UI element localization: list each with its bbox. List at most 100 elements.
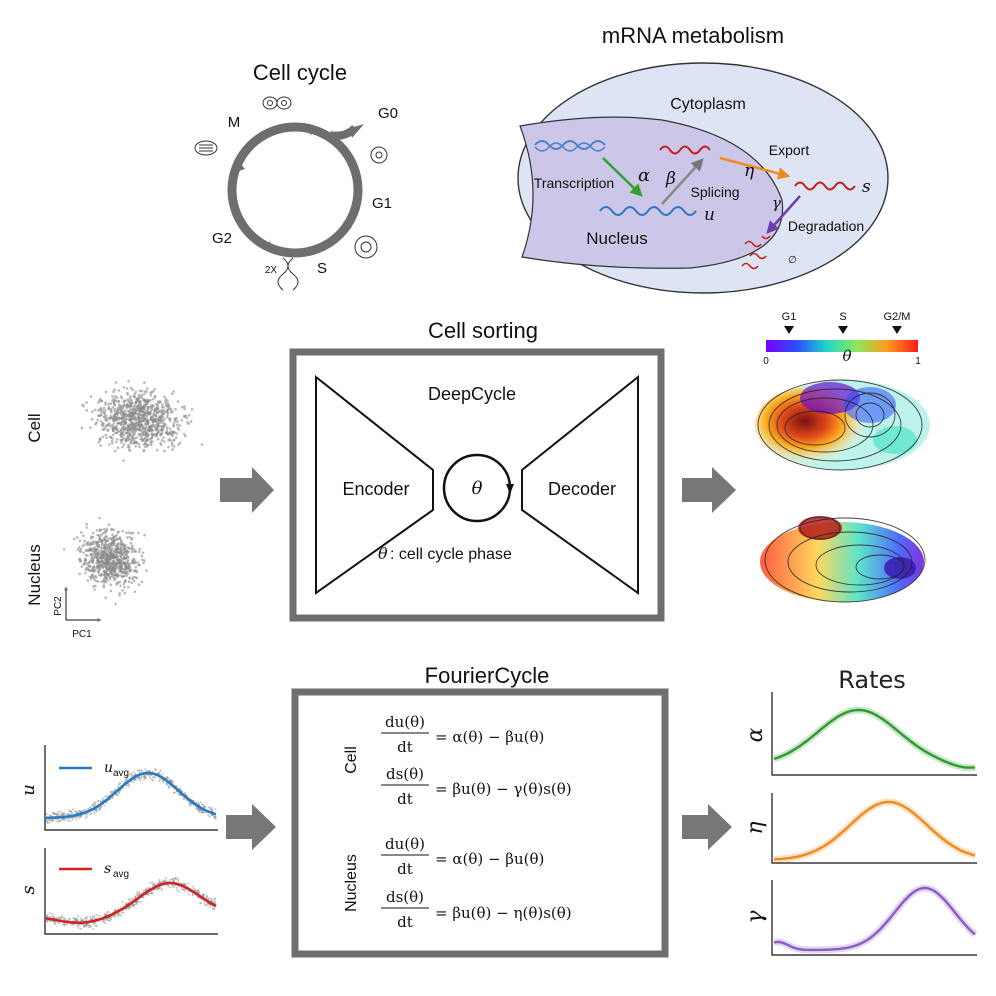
- scatter-point: [125, 406, 128, 409]
- scatter-point: [168, 419, 172, 423]
- scatter-point: [97, 414, 100, 418]
- scatter-point: [92, 576, 96, 580]
- scatter-point: [127, 379, 130, 383]
- scatter-point: [127, 427, 130, 430]
- noise-point: [67, 819, 70, 822]
- splicing-arrow: [661, 158, 704, 205]
- noise-point: [72, 923, 75, 926]
- scatter-point: [124, 544, 127, 547]
- noise-point: [113, 916, 116, 918]
- scatter-point: [101, 543, 104, 546]
- noise-point: [148, 769, 151, 772]
- scatter-point: [89, 426, 92, 429]
- svg-text:= α(θ) − βu(θ): = α(θ) − βu(θ): [435, 728, 544, 746]
- noise-point: [203, 901, 206, 904]
- scatter-point: [116, 422, 120, 425]
- fouriercycle-box: [291, 688, 669, 958]
- scatter-point: [124, 437, 128, 441]
- scatter-point: [96, 570, 100, 574]
- scatter-point: [176, 400, 180, 403]
- scatter-point: [139, 417, 143, 420]
- noise-point: [64, 918, 67, 921]
- colorbar-tick-g2m: G2/M: [884, 311, 911, 323]
- scatter-point: [109, 589, 113, 593]
- colorbar-tick-s: S: [839, 311, 846, 323]
- scatter-point: [189, 420, 193, 423]
- scatter-point: [171, 434, 174, 438]
- scatter-point: [100, 549, 103, 552]
- scatter-point: [103, 545, 107, 548]
- scatter-point: [81, 534, 85, 538]
- g2m-marker-icon: [892, 326, 902, 334]
- svg-text:= βu(θ) − γ(θ)s(θ): = βu(θ) − γ(θ)s(θ): [435, 780, 572, 798]
- scatter-point: [115, 583, 118, 586]
- scatter-point: [114, 573, 118, 577]
- noise-point: [78, 816, 81, 819]
- scatter-point: [120, 432, 124, 435]
- scatter-point: [104, 569, 108, 572]
- scatter-point: [166, 433, 169, 436]
- scatter-point: [125, 550, 128, 554]
- noise-point: [66, 817, 69, 820]
- noise-point: [77, 927, 80, 929]
- noise-point: [81, 918, 84, 921]
- u-axis-label: u: [18, 784, 39, 796]
- scatter-point: [130, 581, 133, 585]
- scatter-point: [124, 579, 127, 582]
- scatter-point: [119, 584, 122, 587]
- noise-point: [116, 794, 119, 797]
- scatter-point: [128, 563, 131, 566]
- scatter-point: [143, 437, 146, 441]
- noise-point: [207, 897, 210, 900]
- scatter-point: [157, 430, 160, 434]
- scatter-point: [108, 575, 112, 579]
- scatter-point: [161, 415, 164, 419]
- scatter-point: [140, 580, 144, 584]
- scatter-point: [100, 399, 103, 403]
- scatter-point: [156, 437, 160, 441]
- noise-point: [92, 803, 95, 806]
- noise-point: [139, 901, 142, 904]
- scatter-point: [157, 424, 160, 427]
- scatter-point: [124, 564, 128, 568]
- noise-point: [118, 783, 121, 786]
- alpha-axis-label: α: [743, 727, 768, 742]
- noise-point: [64, 812, 67, 815]
- scatter-point: [134, 550, 138, 553]
- scatter-point: [159, 425, 163, 428]
- nucleus-shape: [519, 116, 784, 269]
- scatter-point: [113, 538, 116, 541]
- scatter-point: [156, 427, 159, 431]
- noise-point: [95, 810, 98, 813]
- scatter-point: [101, 428, 104, 431]
- noise-point: [133, 771, 135, 774]
- scatter-point: [165, 410, 169, 414]
- scatter-point: [130, 548, 134, 551]
- scatter-point: [113, 403, 116, 407]
- noise-point: [137, 891, 140, 894]
- scatter-point: [94, 555, 98, 559]
- scatter-point: [155, 448, 159, 452]
- scatter-point: [102, 527, 106, 531]
- scatter-point: [158, 410, 161, 414]
- scatter-point: [174, 407, 177, 411]
- scatter-point: [98, 540, 101, 544]
- scatter-point: [146, 399, 149, 403]
- noise-point: [128, 785, 130, 788]
- noise-point: [177, 890, 180, 893]
- scatter-point: [94, 553, 98, 556]
- noise-point: [45, 813, 48, 816]
- noise-point: [154, 769, 157, 772]
- s-legend-sub: avg: [113, 869, 129, 880]
- spliced-rna-nucleus: [659, 145, 711, 155]
- scatter-point: [137, 442, 141, 446]
- scatter-point: [92, 557, 95, 560]
- noise-point: [182, 797, 185, 800]
- scatter-point: [120, 556, 123, 559]
- scatter-point: [90, 417, 94, 421]
- scatter-point: [163, 449, 166, 453]
- noise-point: [62, 813, 65, 816]
- scatter-point: [82, 562, 86, 566]
- noise-point: [171, 780, 174, 782]
- scatter-point: [138, 402, 141, 405]
